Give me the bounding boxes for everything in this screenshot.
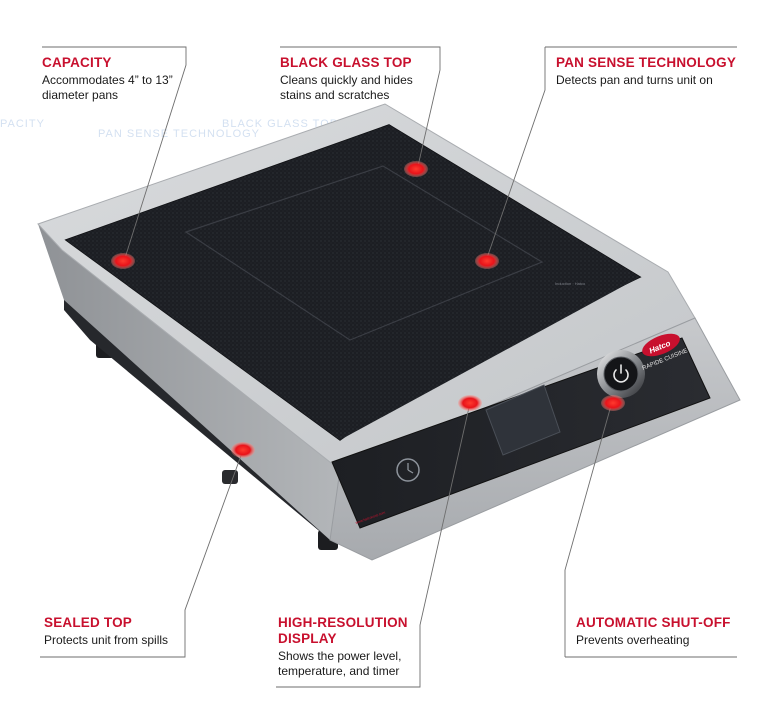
callout-glass-top: BLACK GLASS TOP Cleans quickly and hides… [280, 55, 413, 103]
callout-desc: Prevents overheating [576, 633, 731, 648]
cooking-zone [184, 165, 544, 341]
callout-display: HIGH-RESOLUTION DISPLAY Shows the power … [278, 615, 408, 679]
callout-title-line: HIGH-RESOLUTION [278, 615, 408, 630]
marker-capacity [111, 253, 135, 269]
callout-sealed-top: SEALED TOP Protects unit from spills [44, 615, 168, 648]
callout-desc-line: Detects pan and turns unit on [556, 73, 713, 87]
glass-surface [66, 125, 640, 440]
callout-desc: Protects unit from spills [44, 633, 168, 648]
callout-desc-line: Protects unit from spills [44, 633, 169, 647]
power-icon [613, 364, 629, 383]
callout-shut-off: AUTOMATIC SHUT-OFF Prevents overheating [576, 615, 731, 648]
callout-title: SEALED TOP [44, 615, 133, 630]
feature-markers [111, 161, 625, 458]
callout-title: PAN SENSE TECHNOLOGY [556, 55, 737, 70]
callout-desc: Accommodates 4” to 13” diameter pans [42, 73, 173, 103]
marker-sealed-top [231, 442, 255, 458]
callout-desc-line: Shows the power level, [278, 649, 402, 663]
callout-title: AUTOMATIC SHUT-OFF [576, 615, 731, 630]
callout-desc-line: Accommodates 4” to 13” [42, 73, 173, 87]
callout-title-line: DISPLAY [278, 631, 337, 646]
callout-desc-line: Prevents overheating [576, 633, 690, 647]
ghost-label: PAN SENSE TECHNOLOGY [98, 128, 261, 140]
marker-display [458, 395, 482, 411]
marker-pan-sense [475, 253, 499, 269]
marker-glass-top [404, 161, 428, 177]
callout-title: BLACK GLASS TOP [280, 55, 412, 70]
callout-capacity: CAPACITY Accommodates 4” to 13” diameter… [42, 55, 173, 103]
display-screen [485, 384, 561, 456]
callout-desc-line: diameter pans [42, 88, 119, 102]
callout-desc: Shows the power level, temperature, and … [278, 649, 408, 679]
marker-shut-off [601, 395, 625, 411]
callout-desc: Cleans quickly and hides stains and scra… [280, 73, 413, 103]
callout-pan-sense: PAN SENSE TECHNOLOGY Detects pan and tur… [556, 55, 736, 88]
callout-desc-line: Cleans quickly and hides [280, 73, 413, 87]
ghost-label: PACITY [0, 118, 45, 130]
leader-lines [40, 46, 737, 688]
callout-title: CAPACITY [42, 55, 112, 70]
ghost-label: BLACK GLASS TOP [222, 118, 339, 130]
callout-desc-line: stains and scratches [280, 88, 390, 102]
callout-desc-line: temperature, and timer [278, 664, 400, 678]
callout-title: HIGH-RESOLUTION DISPLAY [278, 615, 408, 647]
left-side [38, 224, 340, 540]
glass-print: Induction · Hatco [555, 281, 586, 286]
callout-desc: Detects pan and turns unit on [556, 73, 736, 88]
clock-icon [396, 458, 420, 482]
power-knob [597, 350, 645, 398]
